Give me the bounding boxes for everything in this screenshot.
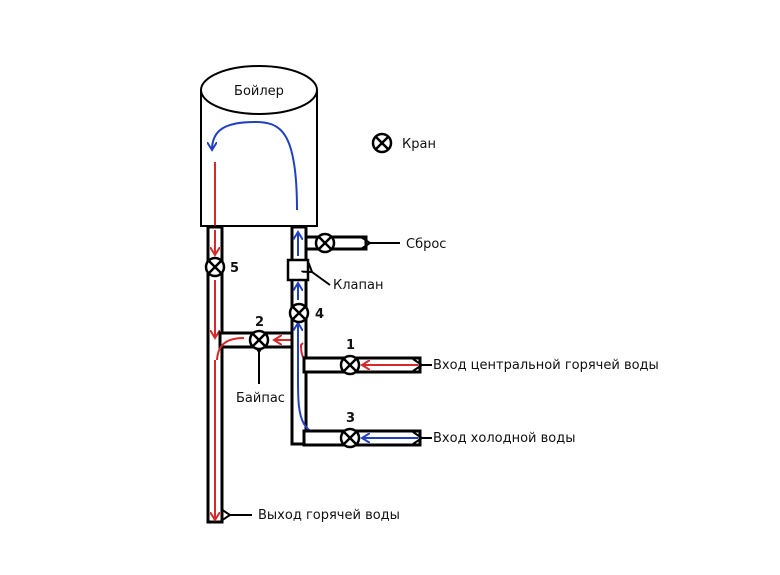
hot-outlet-label: Выход горячей воды [258, 508, 400, 523]
hot-inlet-label: Вход центральной горячей воды [433, 358, 659, 373]
valve-4[interactable] [288, 302, 310, 324]
boiler: Бойлер [200, 65, 318, 227]
valve-3-number: 3 [346, 411, 355, 426]
valve-2-number: 2 [255, 315, 264, 330]
outlet-pipe [206, 225, 224, 524]
valve-5-number: 5 [230, 261, 239, 276]
cold-inlet-pipe: Вход холодной воды [302, 429, 576, 447]
valve-1-number: 1 [346, 338, 355, 353]
cold-inlet-label: Вход холодной воды [433, 431, 576, 446]
legend: Кран [371, 132, 436, 154]
bypass-label: Байпас [236, 391, 285, 406]
valve-4-number: 4 [315, 307, 324, 322]
valve-icon [371, 132, 393, 154]
hot-inlet-pipe: Вход центральной горячей воды [302, 356, 659, 374]
check-valve-pointer [312, 272, 331, 286]
check-valve-label: Клапан [333, 278, 383, 293]
boiler-top [200, 65, 318, 115]
hot-flow-arrow [216, 337, 245, 361]
legend-label: Кран [402, 137, 436, 152]
valve-2[interactable] [248, 329, 270, 351]
inlet-riser-pipe [286, 225, 341, 446]
valve-3[interactable] [339, 427, 361, 449]
check-valve [286, 258, 310, 282]
boiler-label: Бойлер [234, 84, 284, 99]
valve-5[interactable] [204, 256, 226, 278]
valve-1[interactable] [339, 354, 361, 376]
boiler-circulation-arrow [212, 120, 298, 211]
reset-label: Сброс [406, 237, 446, 252]
valve-reset[interactable] [314, 232, 336, 254]
